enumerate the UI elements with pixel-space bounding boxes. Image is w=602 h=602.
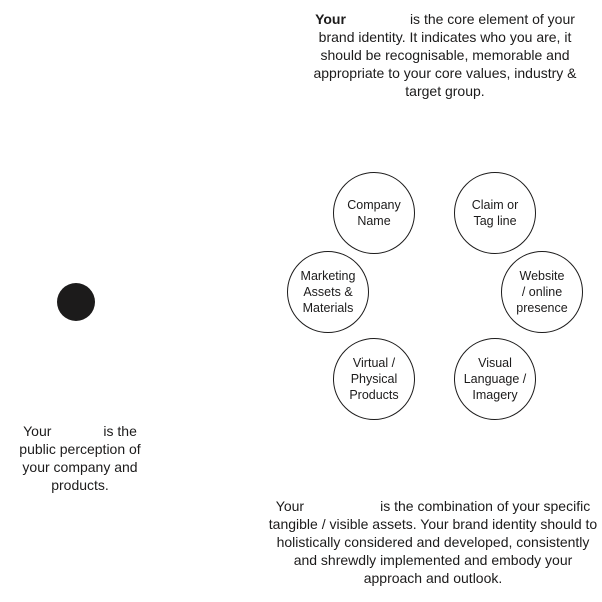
- bottom-description-text: is the combination of your specific tang…: [268, 498, 598, 586]
- top-description-text: is the core element of your brand identi…: [313, 11, 577, 99]
- filled-dot: [57, 283, 95, 321]
- top-description-lead: Your: [315, 11, 346, 27]
- left-description-lead: Your: [23, 423, 52, 439]
- circle-claim-tag-line: Claim or Tag line: [454, 172, 536, 254]
- circle-company-name: Company Name: [333, 172, 415, 254]
- left-description-text: is the public perception of your company…: [19, 423, 141, 493]
- circle-visual-language: Visual Language / Imagery: [454, 338, 536, 420]
- circle-website-presence-label: Website / online presence: [516, 269, 568, 315]
- circle-virtual-physical-products: Virtual / Physical Products: [333, 338, 415, 420]
- circle-visual-language-label: Visual Language / Imagery: [463, 356, 527, 402]
- circle-claim-tag-line-label: Claim or Tag line: [471, 198, 519, 228]
- circle-virtual-physical-products-label: Virtual / Physical Products: [349, 356, 399, 402]
- circle-website-presence: Website / online presence: [501, 251, 583, 333]
- circle-company-name-label: Company Name: [347, 198, 401, 228]
- circle-marketing-assets-label: Marketing Assets & Materials: [300, 269, 356, 315]
- bottom-description-lead: Your: [275, 498, 305, 514]
- circle-marketing-assets: Marketing Assets & Materials: [287, 251, 369, 333]
